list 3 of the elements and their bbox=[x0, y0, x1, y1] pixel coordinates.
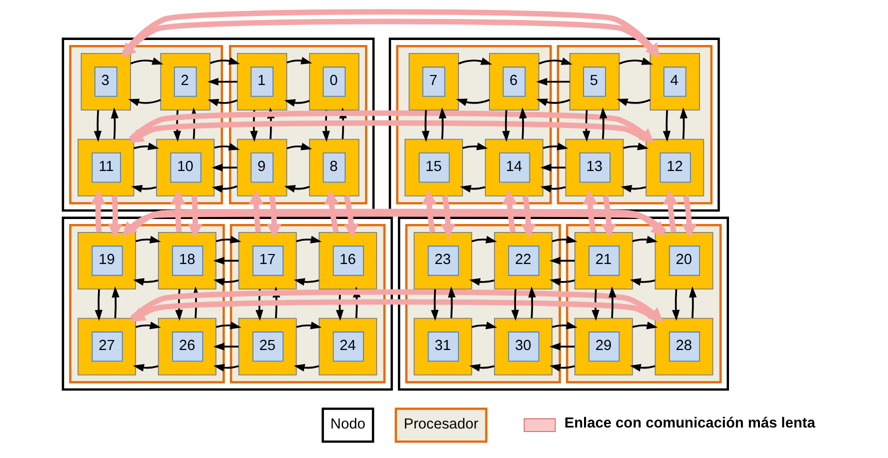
legend-label: Procesador bbox=[403, 416, 478, 433]
legend-label: Enlace con comunicación más lenta bbox=[564, 416, 815, 432]
legend-label: Nodo bbox=[330, 416, 365, 433]
